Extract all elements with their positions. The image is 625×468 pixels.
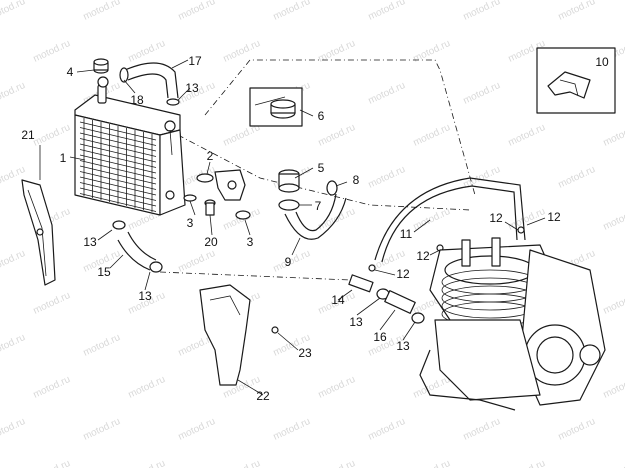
watermark-text: motod.ru bbox=[32, 38, 72, 65]
callout-2: 2 bbox=[207, 149, 214, 163]
callout-17: 17 bbox=[188, 54, 202, 68]
callout-13a: 13 bbox=[185, 81, 199, 95]
callout-20: 20 bbox=[204, 235, 218, 249]
watermark-text: motod.ru bbox=[557, 164, 597, 191]
callout-5: 5 bbox=[318, 161, 325, 175]
watermark-text: motod.ru bbox=[127, 38, 167, 65]
callout-21: 21 bbox=[21, 128, 35, 142]
watermark-text: motod.ru bbox=[412, 38, 452, 65]
watermark-text: motod.ru bbox=[317, 122, 357, 149]
watermark-text: motod.ru bbox=[557, 416, 597, 443]
watermark-text: motod.ru bbox=[177, 248, 217, 275]
watermark-text: motod.ru bbox=[0, 416, 27, 443]
watermark-text: motod.ru bbox=[82, 416, 122, 443]
watermark-text: motod.ru bbox=[177, 0, 217, 23]
watermark-text: motod.ru bbox=[602, 458, 625, 468]
callout-labels: 1 2 3 3 4 5 6 7 8 9 10 11 12 12 12 12 13… bbox=[21, 54, 609, 403]
watermark-text: motod.ru bbox=[82, 0, 122, 23]
watermark-text: motod.ru bbox=[32, 374, 72, 401]
watermark-text: motod.ru bbox=[367, 416, 407, 443]
watermark-text: motod.ru bbox=[222, 458, 262, 468]
watermark-text: motod.ru bbox=[462, 416, 502, 443]
callout-23: 23 bbox=[298, 346, 312, 360]
watermark-text: motod.ru bbox=[222, 38, 262, 65]
radiator bbox=[74, 76, 186, 216]
watermark-text: motod.ru bbox=[127, 458, 167, 468]
callout-3a: 3 bbox=[187, 216, 194, 230]
watermark-text: motod.ru bbox=[317, 38, 357, 65]
engine-shield bbox=[199, 284, 279, 386]
watermark-text: motod.ru bbox=[557, 0, 597, 23]
water-hose bbox=[284, 180, 347, 240]
watermark-text: motod.ru bbox=[602, 374, 625, 401]
callout-12b: 12 bbox=[396, 267, 410, 281]
callout-12c: 12 bbox=[489, 211, 503, 225]
callout-13c: 13 bbox=[138, 289, 152, 303]
watermark-text: motod.ru bbox=[32, 290, 72, 317]
radiator-guard bbox=[21, 179, 56, 286]
callout-12a: 12 bbox=[416, 249, 430, 263]
callout-12d: 12 bbox=[547, 210, 561, 224]
callout-14: 14 bbox=[331, 293, 345, 307]
watermark-text: motod.ru bbox=[602, 206, 625, 233]
engine-block bbox=[419, 237, 606, 411]
callout-4: 4 bbox=[67, 65, 74, 79]
callout-22: 22 bbox=[256, 389, 270, 403]
watermark-text: motod.ru bbox=[272, 248, 312, 275]
callout-9: 9 bbox=[285, 255, 292, 269]
watermark-text: motod.ru bbox=[272, 0, 312, 23]
callout-10: 10 bbox=[595, 55, 609, 69]
callout-7: 7 bbox=[315, 199, 322, 213]
watermark-text: motod.ru bbox=[602, 290, 625, 317]
callout-13d: 13 bbox=[349, 315, 363, 329]
watermark-text: motod.ru bbox=[317, 458, 357, 468]
lower-hose bbox=[112, 220, 163, 273]
watermark-text: motod.ru bbox=[177, 416, 217, 443]
callout-16: 16 bbox=[373, 330, 387, 344]
assembly-outline bbox=[159, 59, 476, 281]
watermark-text: motod.ru bbox=[0, 0, 27, 23]
watermark-text: motod.ru bbox=[0, 248, 27, 275]
callout-3b: 3 bbox=[247, 235, 254, 249]
callout-15: 15 bbox=[97, 265, 111, 279]
watermark-text: motod.ru bbox=[367, 80, 407, 107]
clip-bracket bbox=[536, 47, 616, 114]
watermark-text: motod.ru bbox=[82, 332, 122, 359]
watermark-text: motod.ru bbox=[412, 122, 452, 149]
callout-18: 18 bbox=[130, 93, 144, 107]
watermark-text: motod.ru bbox=[412, 458, 452, 468]
callout-8: 8 bbox=[353, 173, 360, 187]
watermark-text: motod.ru bbox=[32, 458, 72, 468]
watermark-text: motod.ru bbox=[0, 332, 27, 359]
watermark-text: motod.ru bbox=[507, 458, 547, 468]
mounting-bracket bbox=[183, 169, 251, 220]
callout-13b: 13 bbox=[83, 235, 97, 249]
watermark-text: motod.ru bbox=[317, 374, 357, 401]
watermark-text: motod.ru bbox=[412, 206, 452, 233]
callout-13e: 13 bbox=[396, 339, 410, 353]
callout-6: 6 bbox=[318, 109, 325, 123]
watermark-text: motod.ru bbox=[0, 80, 27, 107]
watermark-text: motod.ru bbox=[602, 122, 625, 149]
watermark-text: motod.ru bbox=[367, 0, 407, 23]
watermark-text: motod.ru bbox=[507, 122, 547, 149]
leader-lines bbox=[39, 59, 546, 396]
callout-11: 11 bbox=[400, 227, 413, 241]
watermark-text: motod.ru bbox=[127, 374, 167, 401]
filler-neck bbox=[249, 87, 303, 211]
callout-1: 1 bbox=[60, 151, 67, 165]
watermark-text: motod.ru bbox=[272, 416, 312, 443]
watermark-text: motod.ru bbox=[462, 80, 502, 107]
watermark-text: motod.ru bbox=[367, 164, 407, 191]
watermark-text: motod.ru bbox=[462, 0, 502, 23]
watermark-text: motod.ru bbox=[32, 122, 72, 149]
coolant-fittings bbox=[348, 274, 425, 324]
